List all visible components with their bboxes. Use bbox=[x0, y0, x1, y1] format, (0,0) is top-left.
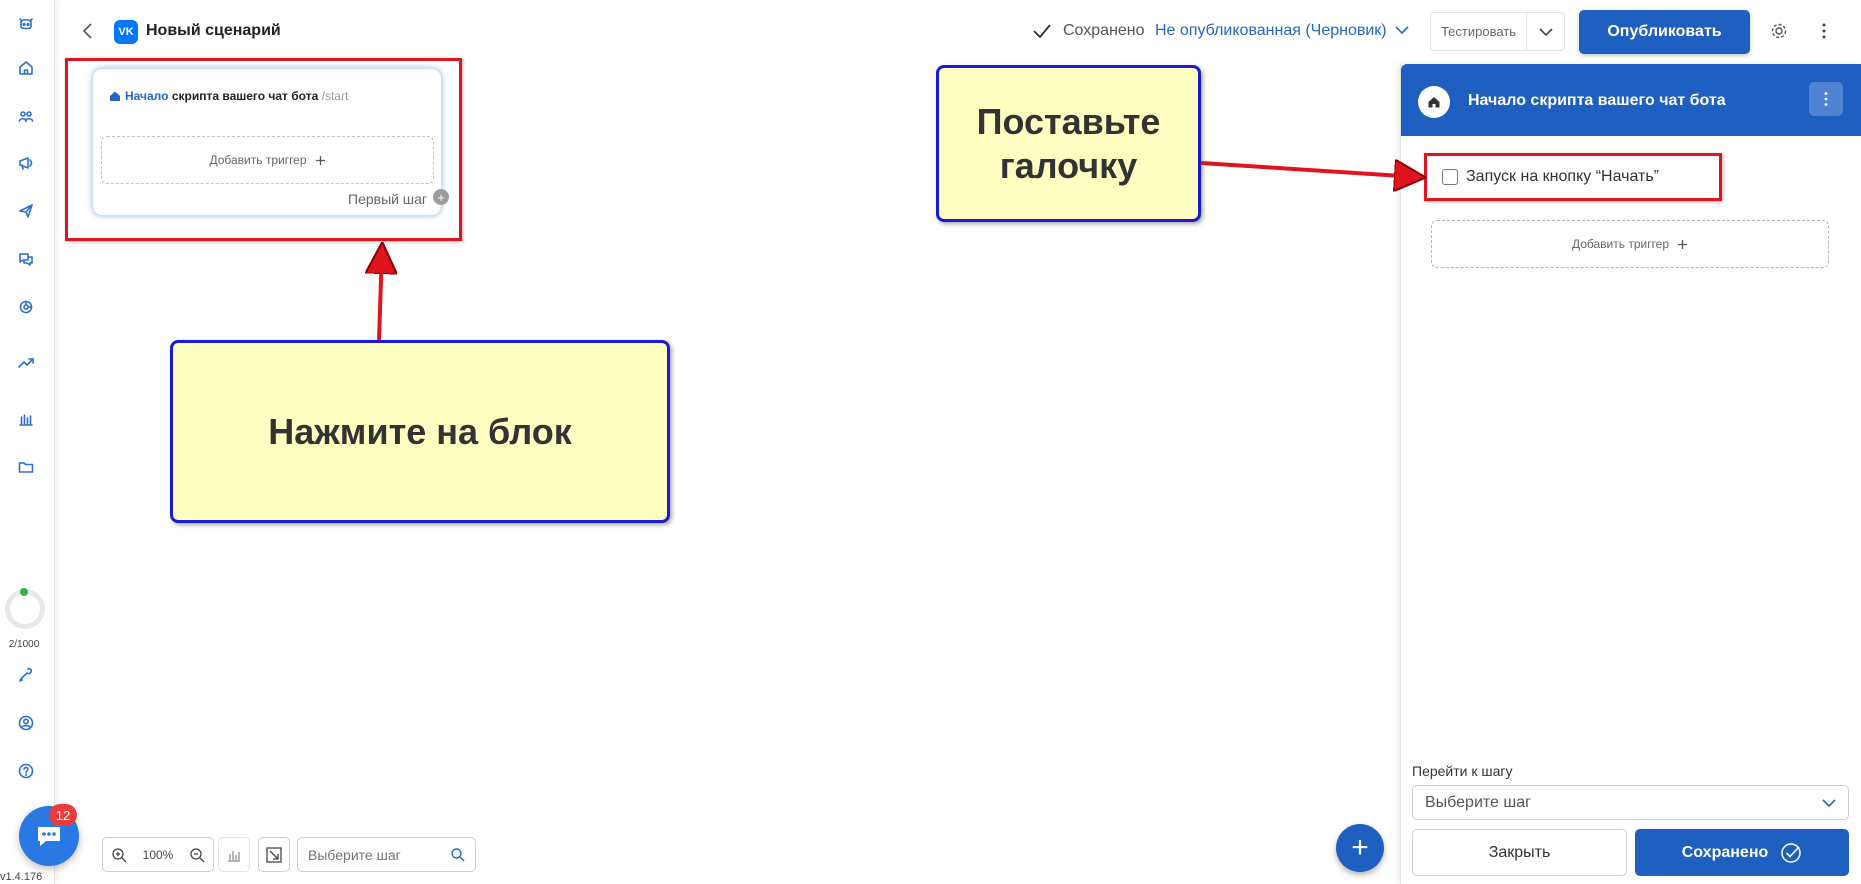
home-icon[interactable] bbox=[15, 57, 37, 79]
home-icon bbox=[1418, 86, 1450, 118]
integrations-icon[interactable] bbox=[15, 296, 37, 318]
panel-menu-button[interactable] bbox=[1809, 82, 1843, 116]
panel-add-trigger-label: Добавить триггер bbox=[1571, 237, 1670, 251]
save-button[interactable]: Сохранено bbox=[1635, 829, 1849, 876]
highlight-frame-checkbox bbox=[1424, 153, 1722, 201]
chat-bubble-icon bbox=[38, 827, 60, 846]
block-command: /start bbox=[321, 89, 349, 103]
chats-icon[interactable] bbox=[15, 248, 37, 270]
left-sidebar: 2/1000 bbox=[0, 0, 55, 884]
panel-header: Начало скрипта вашего чат бота bbox=[1401, 64, 1861, 136]
callout-click-block: Нажмите на блок bbox=[170, 340, 670, 523]
goto-step-placeholder: Выберите шаг bbox=[1425, 793, 1531, 811]
vk-logo: VK bbox=[114, 20, 138, 44]
gear-icon[interactable] bbox=[1770, 22, 1788, 40]
back-arrow-icon[interactable] bbox=[80, 22, 96, 40]
chat-unread-badge: 12 bbox=[49, 804, 77, 826]
arrow-to-checkbox bbox=[1200, 163, 1418, 177]
app-version: v1.4.176 bbox=[0, 871, 43, 883]
block-start-word: Начало bbox=[125, 89, 169, 103]
plus-icon bbox=[315, 155, 325, 165]
more-menu-icon[interactable] bbox=[1818, 22, 1830, 40]
test-dropdown-toggle[interactable] bbox=[1527, 13, 1564, 50]
zoom-level: 100% bbox=[142, 847, 174, 862]
close-button[interactable]: Закрыть bbox=[1412, 829, 1627, 876]
zoom-out-icon[interactable] bbox=[189, 847, 205, 863]
zoom-control: 100% bbox=[102, 837, 214, 872]
check-icon bbox=[1033, 24, 1051, 39]
step-search-box bbox=[297, 837, 476, 872]
folder-icon[interactable] bbox=[15, 456, 37, 478]
add-trigger-button[interactable]: Добавить триггер bbox=[101, 136, 434, 184]
test-button[interactable]: Тестировать bbox=[1431, 13, 1527, 50]
add-block-fab[interactable]: + bbox=[1336, 824, 1384, 872]
save-button-label: Сохранено bbox=[1681, 843, 1769, 861]
publish-status-label: Не опубликованная (Черновик) bbox=[1155, 22, 1387, 39]
start-button-checkbox-row[interactable]: Запуск на кнопку “Начать” bbox=[1442, 168, 1659, 186]
plus-icon bbox=[1678, 239, 1688, 249]
publish-button[interactable]: Опубликовать bbox=[1579, 10, 1750, 54]
stats-icon[interactable] bbox=[15, 408, 37, 430]
highlight-frame-block bbox=[65, 58, 462, 241]
check-circle-icon bbox=[1781, 842, 1801, 863]
chevron-down-icon bbox=[1822, 798, 1836, 807]
stats-icon bbox=[228, 850, 240, 862]
more-menu-icon bbox=[1824, 92, 1828, 106]
usage-counter: 2/1000 bbox=[8, 639, 40, 650]
saved-status: Сохранено bbox=[1063, 22, 1145, 39]
test-button-group: Тестировать bbox=[1430, 12, 1565, 51]
step-search-input[interactable] bbox=[308, 846, 438, 863]
block-name: скрипта вашего чат бота bbox=[171, 89, 319, 103]
stats-toggle-button[interactable] bbox=[218, 837, 250, 872]
search-icon[interactable] bbox=[450, 847, 465, 862]
bot-icon[interactable] bbox=[15, 13, 37, 35]
fit-view-icon bbox=[266, 846, 282, 863]
chevron-down-icon bbox=[1395, 26, 1409, 35]
trend-icon[interactable] bbox=[15, 352, 37, 374]
callout-line-2: галочку bbox=[999, 144, 1138, 186]
fit-view-button[interactable] bbox=[258, 837, 290, 872]
goto-step-select[interactable]: Выберите шаг bbox=[1412, 785, 1849, 820]
start-script-block[interactable]: Начало скрипта вашего чат бота /start До… bbox=[92, 68, 449, 216]
page-title: Новый сценарий bbox=[146, 22, 281, 39]
users-icon[interactable] bbox=[15, 105, 37, 127]
first-step-label: Первый шаг bbox=[348, 191, 427, 207]
add-step-plus-icon[interactable]: + bbox=[433, 189, 449, 205]
chevron-down-icon bbox=[1538, 27, 1553, 36]
tools-icon[interactable] bbox=[15, 664, 37, 686]
panel-title: Начало скрипта вашего чат бота bbox=[1468, 92, 1726, 109]
goto-step-label: Перейти к шагу bbox=[1412, 763, 1513, 779]
send-icon[interactable] bbox=[15, 200, 37, 222]
block-header: Начало скрипта вашего чат бота /start bbox=[109, 89, 348, 103]
arrow-to-block bbox=[379, 250, 382, 341]
start-button-checkbox[interactable] bbox=[1442, 169, 1458, 185]
broadcast-icon[interactable] bbox=[15, 152, 37, 174]
help-icon[interactable] bbox=[15, 760, 37, 782]
callout-line-1: Поставьте bbox=[976, 101, 1161, 143]
home-icon bbox=[110, 91, 120, 101]
account-icon[interactable] bbox=[15, 712, 37, 734]
publish-status-dropdown[interactable]: Не опубликованная (Черновик) bbox=[1155, 22, 1409, 40]
zoom-in-icon[interactable] bbox=[111, 847, 127, 863]
start-button-checkbox-label: Запуск на кнопку “Начать” bbox=[1466, 168, 1659, 185]
online-status-dot bbox=[20, 588, 28, 596]
panel-add-trigger-button[interactable]: Добавить триггер bbox=[1431, 220, 1829, 268]
add-trigger-label: Добавить триггер bbox=[209, 153, 307, 167]
